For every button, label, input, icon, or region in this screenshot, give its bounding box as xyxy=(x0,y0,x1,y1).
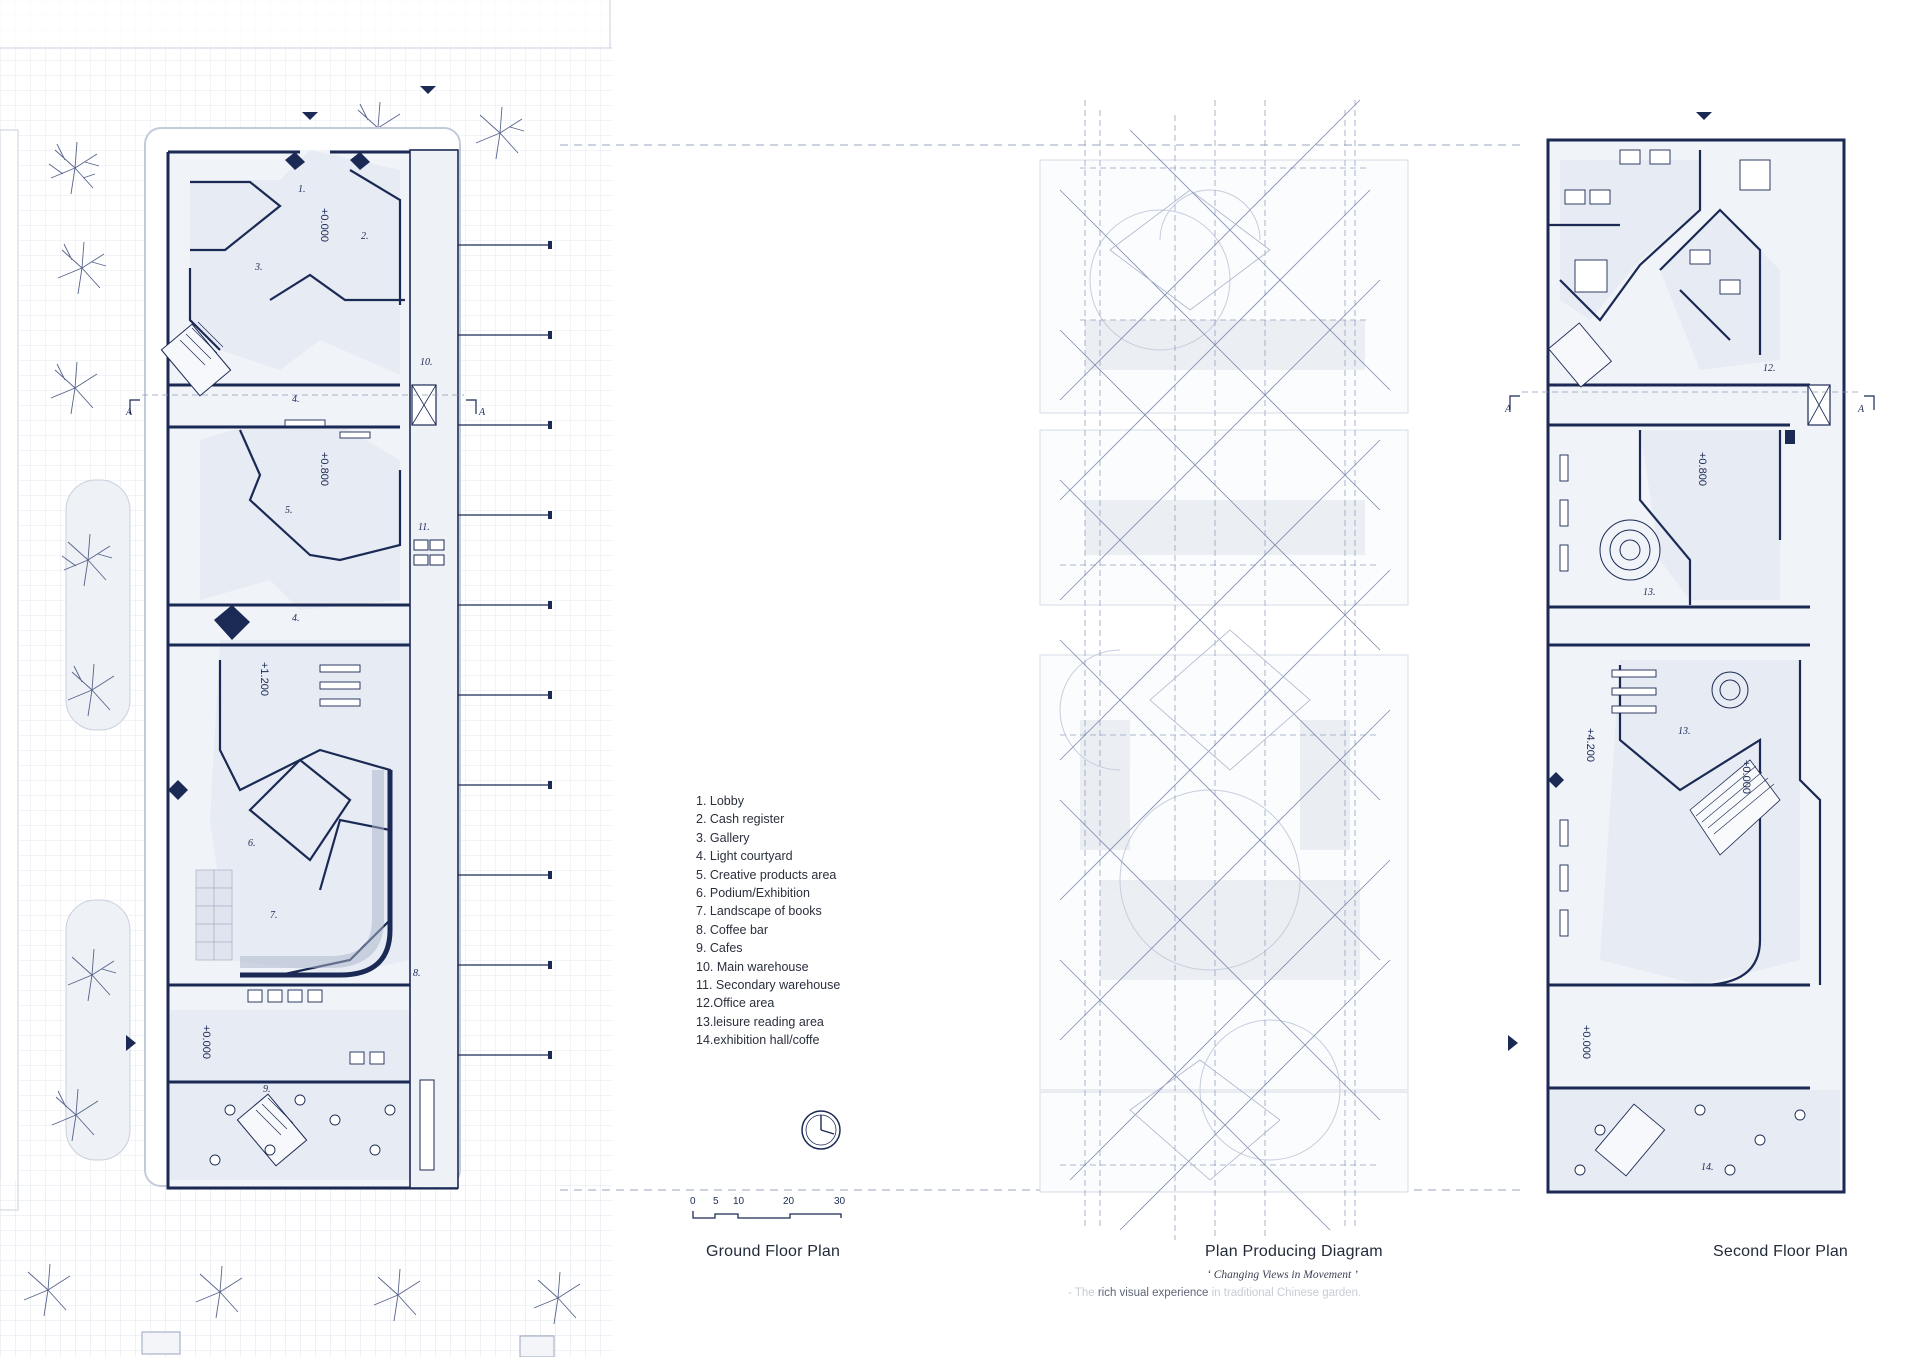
caption-part: - The xyxy=(1068,1287,1098,1299)
room-legend: 1. Lobby 2. Cash register 3. Gallery 4. … xyxy=(696,792,840,1050)
tree-icon xyxy=(195,1265,243,1319)
legend-item: 13.leisure reading area xyxy=(696,1014,824,1029)
room-number: 8. xyxy=(413,968,421,979)
scale-label: 30 xyxy=(834,1196,846,1207)
elevation-label: +0.000 xyxy=(1580,1025,1592,1059)
room-number: 5. xyxy=(285,505,293,516)
scale-label: 5 xyxy=(713,1196,719,1207)
legend-item: 14.exhibition hall/coffe xyxy=(696,1033,820,1048)
tree-icon xyxy=(23,1263,71,1317)
legend-item: 12.Office area xyxy=(696,996,775,1011)
room-number: 3. xyxy=(255,262,263,273)
room-number: 4. xyxy=(292,394,300,405)
room-number: 14. xyxy=(1701,1162,1714,1173)
section-marker: A xyxy=(1858,404,1865,415)
room-number: 13. xyxy=(1678,726,1691,737)
tree-icon xyxy=(67,663,115,717)
room-number: 13. xyxy=(1643,587,1656,598)
diagram-caption: - The rich visual experience in traditio… xyxy=(1068,1287,1361,1299)
room-number: 1. xyxy=(298,184,306,195)
legend-item: 7. Landscape of books xyxy=(696,904,822,919)
legend-item: 10. Main warehouse xyxy=(696,959,809,974)
tree-icon xyxy=(67,948,117,1002)
elevation-label: +4.200 xyxy=(1584,728,1596,762)
scale-label: 0 xyxy=(690,1196,696,1207)
legend-item: 3. Gallery xyxy=(696,830,750,845)
legend-item: 9. Cafes xyxy=(696,941,743,956)
scale-label: 10 xyxy=(733,1196,745,1207)
tree-icon xyxy=(533,1271,581,1325)
caption-highlight: rich visual experience xyxy=(1097,1287,1209,1299)
tree-icon xyxy=(57,241,107,295)
tree-icon xyxy=(61,533,113,587)
legend-item: 4. Light courtyard xyxy=(696,849,793,864)
elevation-label: +0.800 xyxy=(318,452,330,486)
diagram-title: Plan Producing Diagram xyxy=(1205,1243,1383,1260)
legend-item: 5. Creative products area xyxy=(696,867,837,882)
section-marker: A xyxy=(126,407,133,418)
section-marker: A xyxy=(479,407,486,418)
legend-item: 2. Cash register xyxy=(696,812,785,827)
legend-item: 1. Lobby xyxy=(696,794,744,808)
room-number: 4. xyxy=(292,613,300,624)
caption-part: in traditional Chinese garden. xyxy=(1208,1287,1362,1299)
legend-item: 6. Podium/Exhibition xyxy=(696,886,810,901)
elevation-label: +0.000 xyxy=(318,208,330,242)
legend-item: 8. Coffee bar xyxy=(696,922,769,937)
room-number: 2. xyxy=(361,231,369,242)
room-number: 10. xyxy=(420,357,433,368)
room-number: 6. xyxy=(248,838,256,849)
tree-icon xyxy=(475,106,525,160)
room-number: 11. xyxy=(418,522,430,533)
legend-item: 11. Secondary warehouse xyxy=(696,978,841,993)
elevation-label: +0.800 xyxy=(1696,452,1708,486)
elevation-label: +0.000 xyxy=(1740,760,1752,794)
second-floor-title: Second Floor Plan xyxy=(1713,1243,1849,1260)
tree-icon xyxy=(51,1088,99,1142)
elevation-label: +0.000 xyxy=(200,1025,212,1059)
room-number: 9. xyxy=(263,1084,271,1095)
tree-icon xyxy=(50,361,98,415)
section-marker: A xyxy=(1505,404,1512,415)
tree-icon xyxy=(48,141,100,195)
room-number: 7. xyxy=(270,910,278,921)
diagram-subtitle: ‘ Changing Views in Movement ’ xyxy=(1207,1269,1358,1281)
tree-icon xyxy=(373,1268,421,1322)
ground-floor-title: Ground Floor Plan xyxy=(706,1243,841,1260)
elevation-label: +1.200 xyxy=(258,662,270,696)
room-number: 12. xyxy=(1763,363,1776,374)
scale-label: 20 xyxy=(783,1196,795,1207)
